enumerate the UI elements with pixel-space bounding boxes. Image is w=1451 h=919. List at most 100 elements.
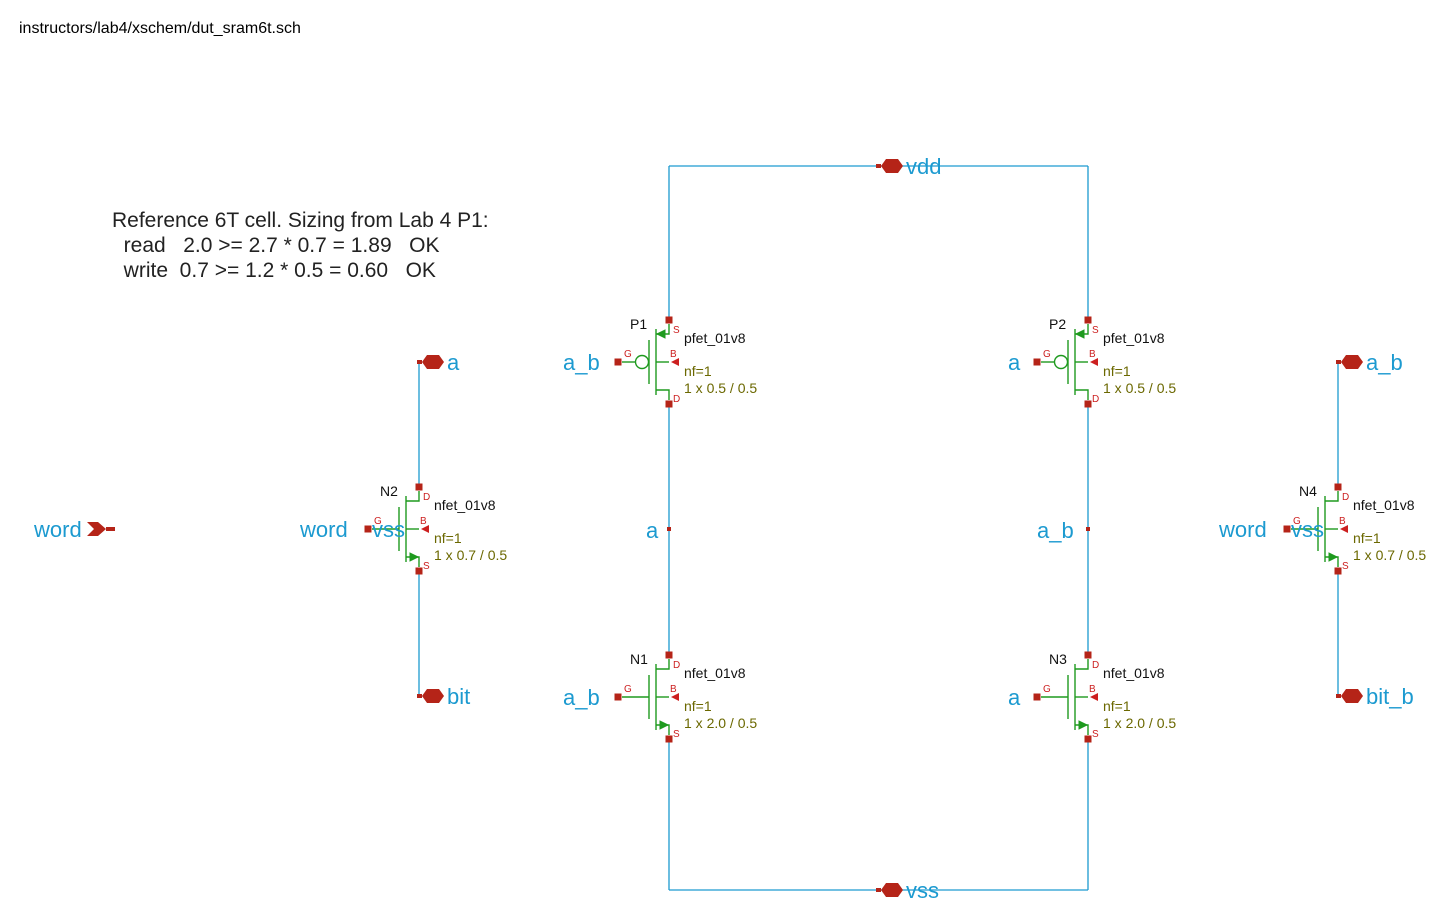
terminal-gate[interactable] — [1283, 525, 1291, 533]
terminal-gate[interactable] — [364, 525, 372, 533]
pin-a-b[interactable]: a_b — [1336, 350, 1403, 375]
pin-letter: D — [1342, 492, 1349, 503]
pin-label-vss: vss — [906, 878, 939, 903]
node-a-dot — [667, 527, 671, 531]
pin-letter: G — [1043, 684, 1051, 695]
pin-label-bit: bit — [447, 684, 470, 709]
terminal-gate[interactable] — [1033, 358, 1041, 366]
node-a-b-dot — [1086, 527, 1090, 531]
terminal-bottom[interactable] — [1084, 400, 1092, 408]
gate-net-label: a_b — [563, 350, 600, 375]
pin-letter: D — [423, 492, 430, 503]
pin-letter: S — [1342, 561, 1349, 572]
pin-label-bit-b: bit_b — [1366, 684, 1414, 709]
pin-letter: G — [1043, 349, 1051, 360]
terminal-bottom[interactable] — [665, 400, 673, 408]
terminal-top[interactable] — [665, 316, 673, 324]
device-ref: P1 — [630, 316, 647, 332]
terminal-top[interactable] — [1084, 651, 1092, 659]
gate-net-label: word — [1218, 517, 1267, 542]
pin-letter: B — [420, 516, 427, 527]
gate-net-label: a — [1008, 685, 1021, 710]
pin-letter: S — [1092, 729, 1099, 740]
pin-letter: B — [1089, 349, 1096, 360]
terminal-top[interactable] — [415, 483, 423, 491]
pin-label-vdd: vdd — [906, 154, 941, 179]
pin-letter: G — [624, 684, 632, 695]
device-ref: N3 — [1049, 651, 1067, 667]
terminal-bottom[interactable] — [1334, 567, 1342, 575]
device-model: nfet_01v8 — [434, 497, 496, 513]
terminal-top[interactable] — [1334, 483, 1342, 491]
note-line-1: Reference 6T cell. Sizing from Lab 4 P1: — [112, 209, 489, 232]
device-nf: nf=1 — [434, 530, 462, 546]
note-line-2: read 2.0 >= 2.7 * 0.7 = 1.89 OK — [112, 234, 439, 257]
device-size: 1 x 2.0 / 0.5 — [684, 715, 757, 731]
terminal-bottom[interactable] — [415, 567, 423, 575]
net-label-a-b: a_b — [1037, 518, 1074, 543]
device-nf: nf=1 — [684, 698, 712, 714]
net-label-a: a — [646, 518, 659, 543]
device-ref: P2 — [1049, 316, 1066, 332]
device-ref: N2 — [380, 483, 398, 499]
device-model: nfet_01v8 — [1103, 665, 1165, 681]
device-nf: nf=1 — [684, 363, 712, 379]
device-size: 1 x 0.7 / 0.5 — [434, 547, 507, 563]
pin-bit-b[interactable]: bit_b — [1336, 684, 1414, 709]
pin-bit[interactable]: bit — [417, 684, 470, 709]
device-size: 1 x 0.7 / 0.5 — [1353, 547, 1426, 563]
pin-letter: B — [1339, 516, 1346, 527]
pin-letter: S — [673, 729, 680, 740]
pin-letter: S — [673, 325, 680, 336]
pin-a[interactable]: a — [417, 350, 460, 375]
pin-letter: S — [1092, 325, 1099, 336]
gate-net-label: word — [299, 517, 348, 542]
device-size: 1 x 0.5 / 0.5 — [684, 380, 757, 396]
device-ref: N1 — [630, 651, 648, 667]
pin-vdd[interactable]: vdd — [876, 154, 941, 179]
pin-letter: D — [1092, 660, 1099, 671]
pin-letter: D — [673, 394, 680, 405]
gate-net-label: a_b — [563, 685, 600, 710]
transistor-n3[interactable]: D S B G N3 nfet_01v8 nf=11 x 2.0 / 0.5 a — [1008, 651, 1176, 743]
pin-letter: G — [1293, 516, 1301, 527]
device-model: nfet_01v8 — [684, 665, 746, 681]
wires — [418, 165, 1339, 891]
pin-vss[interactable]: vss — [876, 878, 939, 903]
device-model: pfet_01v8 — [1103, 330, 1165, 346]
device-nf: nf=1 — [1353, 530, 1381, 546]
terminal-gate[interactable] — [614, 693, 622, 701]
pin-letter: G — [374, 516, 382, 527]
pin-label-word: word — [33, 517, 82, 542]
terminal-gate[interactable] — [614, 358, 622, 366]
terminal-top[interactable] — [665, 651, 673, 659]
device-ref: N4 — [1299, 483, 1317, 499]
device-size: 1 x 2.0 / 0.5 — [1103, 715, 1176, 731]
pin-label-a-b: a_b — [1366, 350, 1403, 375]
schematic-path: instructors/lab4/xschem/dut_sram6t.sch — [19, 20, 301, 37]
pin-word[interactable]: word — [33, 517, 115, 542]
terminal-bottom[interactable] — [1084, 735, 1092, 743]
device-nf: nf=1 — [1103, 363, 1131, 379]
terminal-top[interactable] — [1084, 316, 1092, 324]
device-nf: nf=1 — [1103, 698, 1131, 714]
pin-label-a: a — [447, 350, 460, 375]
body-net-label: vss — [372, 517, 405, 542]
terminal-gate[interactable] — [1033, 693, 1041, 701]
body-net-label: vss — [1291, 517, 1324, 542]
sizing-note: Reference 6T cell. Sizing from Lab 4 P1:… — [112, 209, 489, 282]
device-model: pfet_01v8 — [684, 330, 746, 346]
pin-letter: B — [1089, 684, 1096, 695]
pin-letter: D — [673, 660, 680, 671]
device-size: 1 x 0.5 / 0.5 — [1103, 380, 1176, 396]
pin-letter: S — [423, 561, 430, 572]
terminal-bottom[interactable] — [665, 735, 673, 743]
pin-letter: G — [624, 349, 632, 360]
gate-net-label: a — [1008, 350, 1021, 375]
